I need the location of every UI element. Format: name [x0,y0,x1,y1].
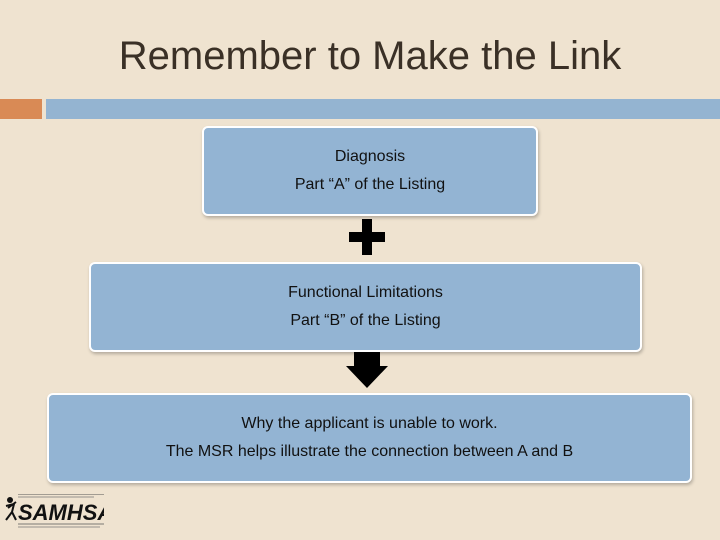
logo-text: SAMHSA [18,500,104,525]
conclusion-label: Why the applicant is unable to work. [241,415,498,432]
accent-bar-orange [0,99,42,119]
diagnosis-label: Diagnosis [334,148,406,165]
diagnosis-sublabel: Part “A” of the Listing [294,176,446,193]
person-icon [5,497,17,521]
down-arrow-icon [346,352,388,388]
slide-title: Remember to Make the Link [118,34,622,78]
conclusion-box: Why the applicant is unable to work. The… [47,393,692,483]
accent-bar-blue [46,99,720,119]
conclusion-sublabel: The MSR helps illustrate the connection … [165,443,574,460]
samhsa-logo: SAMHSA [5,494,104,528]
plus-icon [349,219,385,255]
functional-limitations-label: Functional Limitations [288,284,443,301]
functional-limitations-sublabel: Part “B” of the Listing [290,312,441,329]
diagnosis-box: Diagnosis Part “A” of the Listing [202,126,538,216]
functional-limitations-box: Functional Limitations Part “B” of the L… [89,262,642,352]
